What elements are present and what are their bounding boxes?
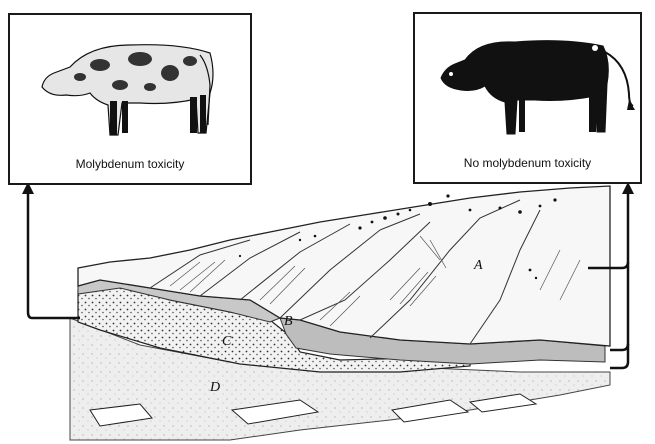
caption-molybdenum-toxicity: Molybdenum toxicity xyxy=(10,157,250,171)
label-d: D xyxy=(210,380,220,396)
panel-molybdenum-toxicity: Molybdenum toxicity xyxy=(8,13,252,185)
label-b: B xyxy=(284,314,293,330)
spotted-cow-icon xyxy=(10,15,250,145)
black-cow-icon xyxy=(415,14,640,146)
label-a: A xyxy=(474,258,483,274)
arrow-to-left-panel xyxy=(28,190,80,318)
label-c: C xyxy=(222,334,231,350)
caption-no-molybdenum-toxicity: No molybdenum toxicity xyxy=(415,156,640,170)
panel-no-molybdenum-toxicity: No molybdenum toxicity xyxy=(413,12,642,184)
